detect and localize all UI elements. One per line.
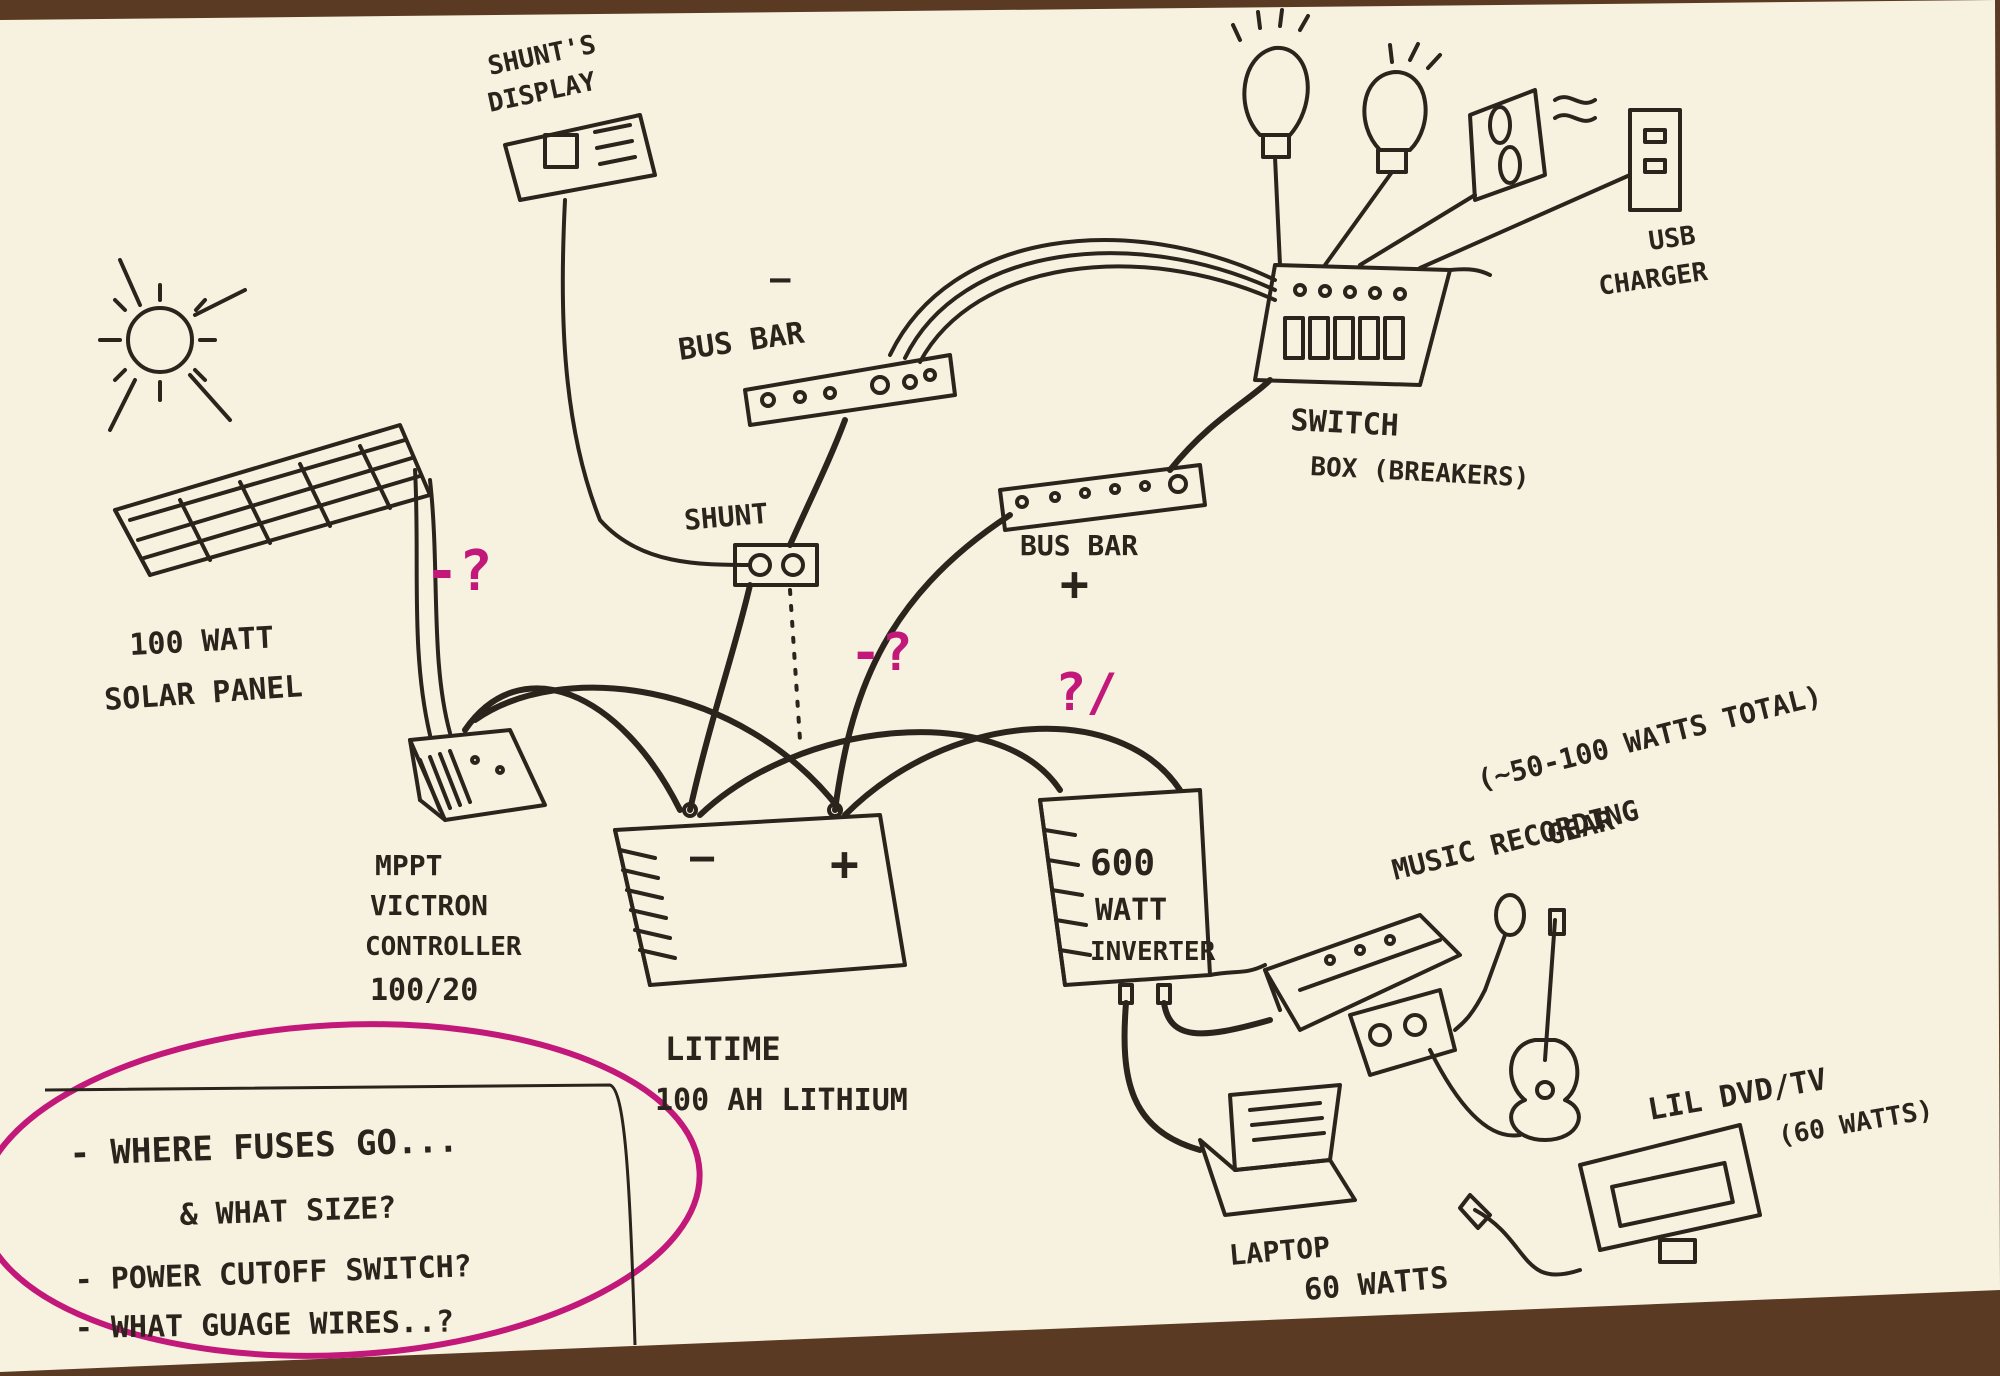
mppt-label-2: VICTRON (370, 889, 488, 922)
bus-bar-negative-icon (743, 353, 957, 427)
bus-switch-wire (888, 238, 1277, 357)
question-mark-inverter: ?/ (1055, 663, 1118, 723)
bus-switch-wire (918, 264, 1277, 364)
note-line-4: - WHAT GUAGE WIRES..? (75, 1304, 455, 1346)
usb-charger-icon (1628, 108, 1682, 212)
light-bulb-icon (1231, 8, 1310, 159)
notes-circle (0, 1021, 703, 1359)
tv-icon (1578, 1123, 1762, 1264)
switch-box-icon (1253, 263, 1492, 387)
inverter-gear-wire (1208, 963, 1267, 977)
bus-switch-wire (903, 251, 1277, 360)
bulb-wire (1323, 170, 1394, 267)
note-line-2: & WHAT SIZE? (179, 1190, 397, 1233)
shunt-icon (733, 543, 819, 587)
shunt-display-icon (503, 113, 657, 202)
mppt-battery-wire (462, 685, 683, 813)
mppt-battery-wire (472, 684, 843, 813)
mppt-label-4: 100/20 (370, 973, 478, 1008)
battery-label-2: 100 AH LITHIUM (655, 1083, 908, 1118)
battery-inverter-wire (842, 725, 1183, 818)
bus-bar-positive-sign: + (1060, 556, 1089, 612)
switch-box-label-1: SWITCH (1290, 403, 1400, 444)
battery-label-1: LITIME (665, 1030, 781, 1068)
mppt-label-1: MPPT (375, 849, 442, 882)
guitar-icon (1509, 908, 1581, 1142)
tv-plug-wire (1473, 1208, 1582, 1277)
usb-charger-label-1: USB (1647, 221, 1698, 257)
mppt-label-3: CONTROLLER (365, 932, 522, 962)
audio-interface-icon (1348, 988, 1457, 1077)
laptop-icon (1198, 1083, 1357, 1217)
inverter-gear-wire (1161, 1000, 1273, 1037)
question-mark-bus: -? (850, 623, 913, 683)
question-mark-solar: -? (425, 539, 492, 604)
battery-icon (613, 802, 907, 987)
sun-icon (98, 258, 247, 432)
mppt-controller-icon (408, 728, 547, 822)
shunt-label: SHUNT (683, 497, 770, 537)
solar-panel-label-1: 100 WATT (129, 620, 275, 663)
shunt-display-wire (560, 198, 752, 567)
bus-bar-positive-label: BUS BAR (1020, 529, 1138, 562)
plug-icon (1458, 1193, 1492, 1230)
inverter-label-3: INVERTER (1090, 937, 1216, 967)
fan-wire (1358, 193, 1477, 267)
battery-positive-sign: + (830, 836, 859, 892)
notes-box (44, 1083, 637, 1346)
fan-outlet-icon (1468, 88, 1597, 202)
inverter-laptop-wire (1121, 1000, 1203, 1153)
bulb-wire (1273, 155, 1282, 267)
battery-shunt-wire (687, 582, 753, 813)
battery-inverter-wire (697, 729, 1063, 818)
usb-wire (1418, 173, 1632, 270)
battery-negative-sign: — (690, 834, 715, 880)
inverter-label-1: 600 (1090, 843, 1155, 884)
solar-mppt-wire (428, 478, 452, 735)
shunt-bus-wire (787, 417, 848, 548)
solar-panel-icon (113, 423, 432, 577)
mixer-icon (1263, 913, 1462, 1032)
solar-mppt-wire (413, 468, 432, 737)
microphone-icon (1453, 893, 1526, 1032)
bus-switch-wire (1167, 377, 1273, 473)
gear-guitar-wire (1428, 1048, 1522, 1138)
bus-bar-negative-sign: — (770, 259, 791, 299)
inverter-label-2: WATT (1095, 893, 1167, 928)
battery-bus-wire (832, 512, 1013, 813)
